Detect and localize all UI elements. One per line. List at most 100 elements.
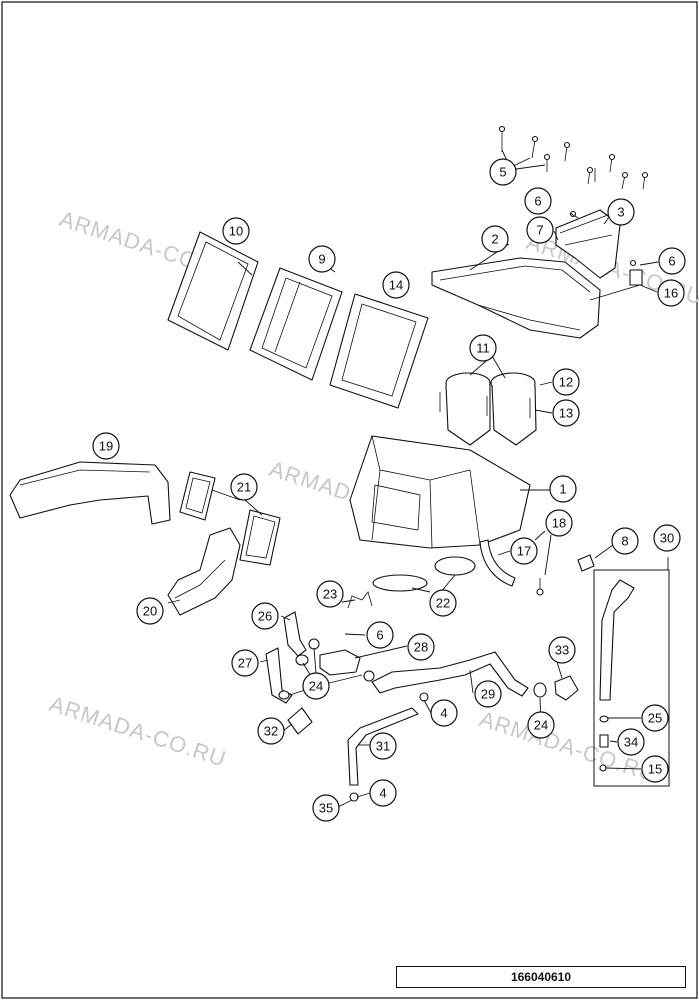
part-17-hose [479,539,516,587]
part-21-seal [239,509,281,566]
callout-26: 26 [251,602,279,630]
callout-31: 31 [369,732,397,760]
part-21-seal [179,471,216,521]
svg-text:29: 29 [481,687,495,702]
callout-24: 24 [302,672,330,700]
callout-35: 35 [312,794,340,822]
callout-24: 24 [527,711,555,739]
callout-21: 21 [230,473,258,501]
part-33-valve [554,675,579,701]
callout-9: 9 [308,245,336,273]
callout-15: 15 [641,755,669,783]
svg-text:27: 27 [238,656,252,671]
callout-28: 28 [407,633,435,661]
callout-16: 16 [657,279,685,307]
svg-text:16: 16 [664,286,678,301]
svg-text:6: 6 [668,254,675,269]
part-32-bracket [287,707,313,735]
part-30-hose [599,579,635,701]
svg-text:18: 18 [552,516,566,531]
svg-text:17: 17 [517,544,531,559]
callout-27: 27 [231,649,259,677]
callout-5: 5 [489,158,517,186]
svg-text:19: 19 [99,439,113,454]
svg-text:14: 14 [389,278,403,293]
svg-text:13: 13 [559,406,573,421]
svg-text:10: 10 [229,224,243,239]
callout-13: 13 [552,399,580,427]
svg-text:21: 21 [237,480,251,495]
svg-text:33: 33 [555,643,569,658]
callout-17: 17 [510,537,538,565]
part-9-filter [249,267,343,381]
svg-text:34: 34 [624,735,638,750]
callout-30: 30 [653,524,681,552]
svg-text:24: 24 [309,679,323,694]
callout-6: 6 [658,247,686,275]
part-19-intake-duct [9,461,171,525]
callout-34: 34 [617,728,645,756]
part-23-clamp [347,591,373,609]
part-20-duct [167,527,241,616]
svg-text:6: 6 [534,194,541,209]
callout-14: 14 [382,271,410,299]
callout-7: 7 [526,216,554,244]
callout-25: 25 [641,704,669,732]
part-30-inset-frame [593,569,670,787]
callout-11: 11 [469,334,497,362]
callout-32: 32 [257,717,285,745]
svg-text:31: 31 [376,739,390,754]
svg-text:32: 32 [264,724,278,739]
svg-text:23: 23 [323,587,337,602]
svg-text:8: 8 [621,534,628,549]
part-29-hose [371,651,529,697]
part-27-hose [265,647,293,704]
svg-text:11: 11 [476,341,490,356]
part-26-hose [283,611,307,657]
svg-text:22: 22 [436,596,450,611]
watermark: ARMADA-CO.RU [46,691,229,772]
svg-text:5: 5 [499,165,506,180]
part-28-valve [319,649,361,676]
callout-12: 12 [552,368,580,396]
part-3-cover [555,209,621,279]
callout-4: 4 [430,699,458,727]
svg-text:3: 3 [617,205,624,220]
svg-text:6: 6 [376,628,383,643]
callout-8: 8 [611,527,639,555]
part-1-airbox [349,435,531,549]
callout-10: 10 [222,217,250,245]
callouts: 5 6 3 7 2 6 16 10 9 14 11 12 13 19 21 1 … [92,158,686,822]
part-14-filter [329,293,429,409]
callout-4: 4 [369,779,397,807]
svg-text:7: 7 [536,223,543,238]
part-22-o-ring [434,556,476,576]
callout-22: 22 [429,589,457,617]
svg-text:12: 12 [559,375,573,390]
bolt-set-5 [498,125,649,190]
part-10-filter [167,231,259,351]
part-8-clip [577,554,595,572]
svg-text:20: 20 [143,604,157,619]
callout-23: 23 [316,580,344,608]
svg-text:28: 28 [414,640,428,655]
part-2-airbox-lid [431,257,601,339]
reference-number-box: 166040610 [396,966,686,988]
svg-text:24: 24 [534,718,548,733]
callout-3: 3 [607,198,635,226]
callout-6: 6 [524,187,552,215]
svg-text:15: 15 [648,762,662,777]
callout-6: 6 [366,621,394,649]
callout-2: 2 [481,225,509,253]
svg-text:9: 9 [318,252,325,267]
svg-text:30: 30 [660,531,674,546]
part-22-o-ring [372,574,428,592]
callout-20: 20 [136,597,164,625]
svg-text:2: 2 [491,232,498,247]
svg-text:4: 4 [379,786,386,801]
callout-19: 19 [92,432,120,460]
svg-text:4: 4 [440,706,447,721]
svg-text:26: 26 [258,609,272,624]
